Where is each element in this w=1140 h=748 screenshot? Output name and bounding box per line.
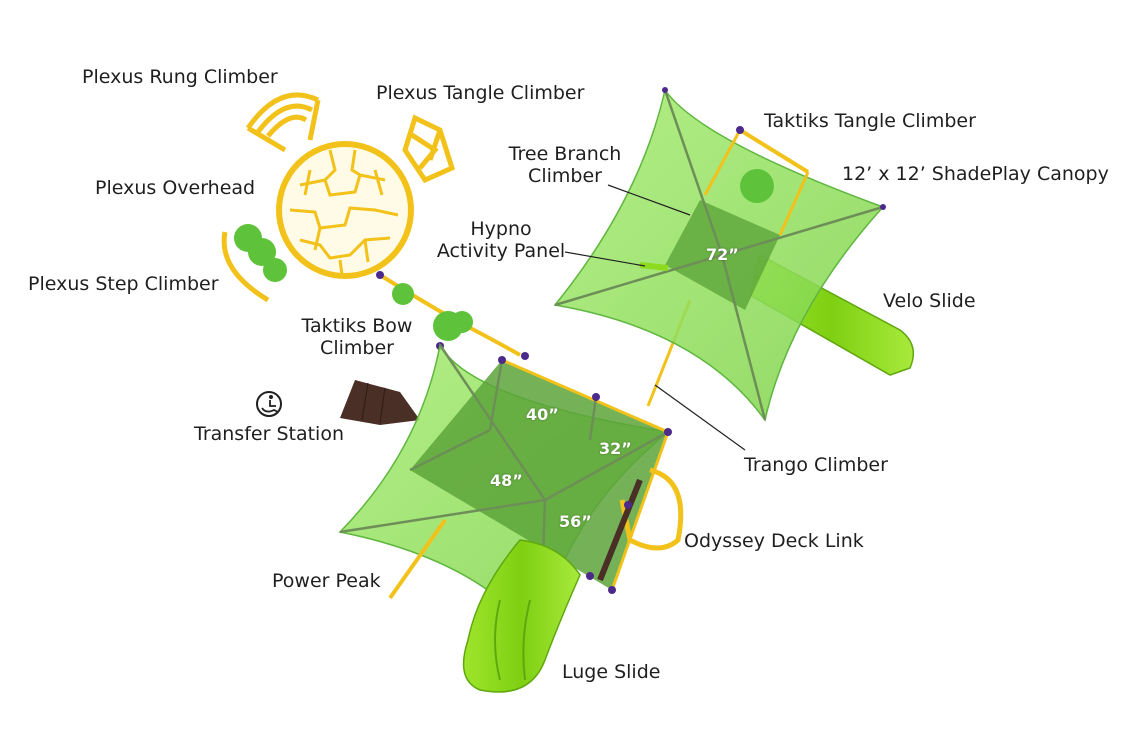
leader-tree-branch bbox=[607, 184, 691, 216]
label-hypno-activity-panel: Hypno Activity Panel bbox=[436, 218, 566, 262]
deck-height-bottom: 56” bbox=[559, 512, 592, 531]
power-peak-pole bbox=[388, 518, 447, 600]
label-velo-slide: Velo Slide bbox=[883, 290, 976, 312]
post-cap bbox=[608, 586, 616, 594]
label-trango-climber: Trango Climber bbox=[744, 454, 888, 476]
post-cap bbox=[736, 126, 744, 134]
label-odyssey-deck-link: Odyssey Deck Link bbox=[684, 530, 864, 552]
deck-height-top: 40” bbox=[526, 405, 559, 424]
post-cap bbox=[880, 204, 886, 210]
post-cap bbox=[521, 352, 529, 360]
label-plexus-rung-climber: Plexus Rung Climber bbox=[82, 66, 278, 88]
post-cap bbox=[624, 501, 632, 509]
plexus-overhead-group bbox=[221, 92, 521, 357]
label-taktiks-bow-climber-line1: Taktiks Bow bbox=[301, 315, 413, 337]
label-power-peak: Power Peak bbox=[272, 570, 381, 592]
label-plexus-overhead: Plexus Overhead bbox=[95, 177, 256, 199]
label-tree-branch-climber-line1: Tree Branch bbox=[508, 143, 622, 165]
plexus-overhead-maze bbox=[289, 149, 399, 276]
lower-structure bbox=[338, 342, 684, 693]
plexus-tangle-climber bbox=[402, 114, 456, 184]
accessibility-icon bbox=[256, 391, 282, 417]
leader-lines bbox=[564, 184, 746, 451]
label-tree-branch-climber-line2: Climber bbox=[528, 165, 602, 187]
label-plexus-tangle-climber: Plexus Tangle Climber bbox=[376, 82, 585, 104]
upper-canopy-ribs bbox=[554, 89, 884, 421]
luge-slide-shape bbox=[462, 539, 581, 693]
post-cap bbox=[586, 572, 594, 580]
label-plexus-step-climber: Plexus Step Climber bbox=[28, 273, 219, 295]
taktiks-tangle-climber-shape bbox=[703, 128, 810, 236]
upper-structure bbox=[553, 87, 915, 422]
post-cap bbox=[662, 87, 668, 93]
leader-hypno bbox=[564, 251, 646, 267]
post-cap bbox=[376, 271, 384, 279]
deck-height-left: 48” bbox=[490, 471, 523, 490]
label-transfer-station: Transfer Station bbox=[194, 423, 344, 445]
label-taktiks-tangle-climber: Taktiks Tangle Climber bbox=[764, 110, 976, 132]
plexus-rung-climber bbox=[245, 92, 321, 153]
label-taktiks-bow-climber-line2: Climber bbox=[320, 337, 394, 359]
label-shadeplay-canopy: 12’ x 12’ ShadePlay Canopy bbox=[842, 163, 1109, 185]
plexus-step-climber bbox=[221, 224, 287, 303]
label-luge-slide: Luge Slide bbox=[562, 661, 661, 683]
deck-height-upper-right: 72” bbox=[706, 245, 739, 264]
label-hypno-activity-panel-line2: Activity Panel bbox=[436, 240, 566, 262]
label-hypno-activity-panel-line1: Hypno bbox=[470, 218, 532, 240]
post-cap bbox=[592, 393, 600, 401]
post-cap bbox=[498, 356, 506, 364]
odyssey-deck-link-shape bbox=[619, 467, 684, 551]
deck-trim bbox=[597, 478, 643, 582]
deck-platform bbox=[410, 360, 668, 590]
leader-trango bbox=[654, 384, 746, 451]
label-taktiks-bow-climber: Taktiks Bow Climber bbox=[297, 315, 417, 359]
deck-height-right: 32” bbox=[599, 439, 632, 458]
transfer-station-shape bbox=[340, 380, 420, 425]
label-tree-branch-climber: Tree Branch Climber bbox=[500, 143, 630, 187]
taktiks-bow-climber-shape bbox=[392, 283, 529, 360]
post-cap bbox=[664, 428, 672, 436]
